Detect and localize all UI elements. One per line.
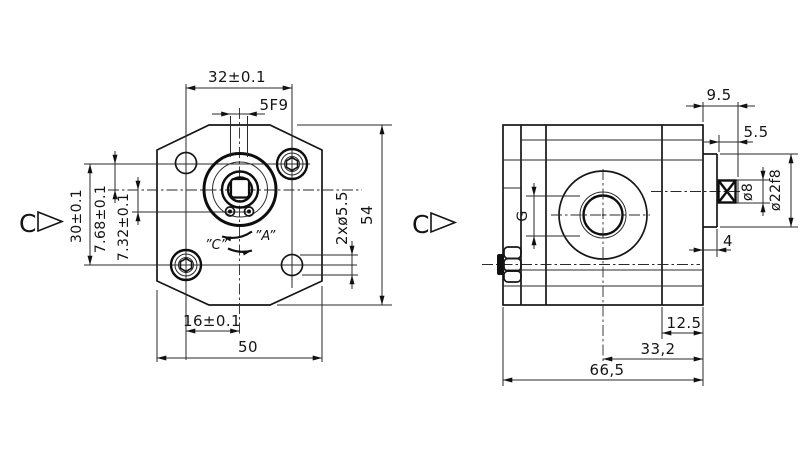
- dim-lower-offset: 7.32±0.1: [116, 177, 141, 261]
- rotation-label-c: ”C”: [205, 238, 228, 253]
- drain-plug-nut: [497, 246, 522, 283]
- dim-text: 32±0.1: [208, 68, 266, 86]
- dim-text: 5.5: [743, 123, 768, 141]
- view-letter: C: [19, 209, 36, 238]
- pin-hole-left: [224, 206, 236, 217]
- dim-text: 2xø5.5: [333, 191, 351, 245]
- view-letter: C: [412, 210, 429, 239]
- shaft-end: [716, 179, 739, 204]
- hex-socket-icon: [179, 257, 193, 273]
- socket-screw-top-right: [275, 147, 309, 181]
- view-direction-icon: [37, 210, 65, 233]
- front-view: ”A” ”C” 32±0.1 5F9 54: [69, 68, 392, 362]
- dim-text: G: [515, 210, 531, 221]
- dim-top-width: 32±0.1: [186, 68, 292, 91]
- dim-text: 16±0.1: [183, 312, 241, 330]
- dim-keyway: 5F9: [212, 96, 288, 157]
- mounting-hole-top-left: [174, 151, 198, 175]
- dim-upper-offset: 7.68±0.1: [93, 151, 118, 253]
- dim-port-to-face: 33,2: [603, 340, 703, 362]
- dim-bottom-offset: 16±0.1: [183, 312, 241, 334]
- flange-outline: [156, 124, 323, 306]
- dim-text: ø22f8: [768, 169, 784, 211]
- side-view: G 9.5 5.5 ø8: [482, 86, 798, 386]
- dim-text: 30±0.1: [69, 189, 85, 243]
- pilot-hub: [703, 153, 718, 228]
- dim-hole-spacing: 30±0.1: [69, 164, 93, 265]
- dim-text: 33,2: [641, 340, 676, 358]
- dim-text: 12.5: [667, 314, 702, 332]
- dim-port: G: [515, 183, 580, 249]
- dim-key-length: 5.5: [704, 123, 768, 152]
- dim-shaft-dia: ø8: [738, 167, 770, 216]
- dim-flange-width: 50: [156, 286, 323, 362]
- hex-socket-icon: [285, 156, 299, 172]
- dim-text: 54: [358, 205, 376, 225]
- shaft-key-icon: [717, 179, 737, 204]
- rotation-arrow-a-icon: [221, 230, 253, 242]
- dim-text: 66,5: [590, 361, 625, 379]
- dim-text: ø8: [740, 183, 756, 201]
- keyway-bore: [229, 177, 251, 199]
- dim-text: 5F9: [260, 96, 289, 114]
- pump-body-outline: [502, 124, 704, 306]
- socket-screw-bottom-left: [169, 248, 203, 282]
- dim-shaft-protrusion: 9.5: [686, 86, 755, 177]
- view-direction-icon: [430, 211, 458, 234]
- dim-total-length: 66,5: [502, 307, 703, 386]
- dim-pilot-dia: ø22f8: [720, 153, 798, 228]
- rotation-direction-marks: ”A” ”C”: [205, 229, 276, 256]
- dim-flange-height: 54: [277, 124, 392, 306]
- rotation-label-a: ”A”: [255, 229, 276, 244]
- view-label-left: C: [19, 209, 65, 238]
- dim-text: 9.5: [706, 86, 731, 104]
- dim-pilot-depth: 4: [689, 229, 733, 257]
- dim-holes: 2xø5.5: [300, 191, 358, 289]
- mounting-hole-bottom-right: [280, 253, 304, 277]
- view-label-right: C: [412, 210, 458, 239]
- pin-hole-right: [243, 206, 255, 217]
- rotation-arrow-c-icon: [227, 247, 253, 256]
- dim-front-cover: 12.5: [661, 307, 704, 386]
- dim-text: 50: [238, 338, 258, 356]
- dim-text: 4: [723, 232, 733, 250]
- shaft-boss: [202, 152, 278, 227]
- dim-text: 7.32±0.1: [116, 193, 132, 261]
- side-port: [551, 169, 650, 364]
- dim-text: 7.68±0.1: [93, 185, 109, 253]
